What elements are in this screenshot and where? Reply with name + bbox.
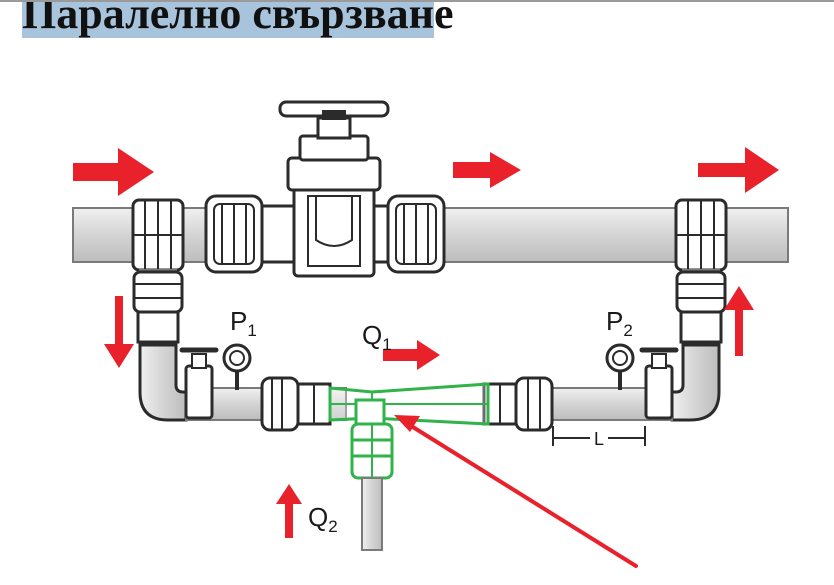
length-label: L [594, 429, 604, 449]
pressure-gauge-p1 [222, 343, 252, 390]
pointer-arrow [394, 415, 638, 568]
left-drop-coupling [132, 270, 184, 344]
bypass-left-coupling [260, 376, 332, 432]
label-p1-sub: 1 [247, 321, 256, 340]
label-p2-main: P [606, 306, 623, 336]
right-elbow [670, 343, 721, 422]
flow-arrow-mid [453, 152, 521, 188]
page-title: Паралелно свързване [22, 0, 454, 38]
label-q1-sub: 1 [382, 335, 391, 354]
right-tee-fitting [674, 198, 728, 272]
title-highlight [22, 0, 434, 38]
left-elbow [138, 343, 188, 422]
branch-pipe-q2 [361, 477, 383, 551]
right-ball-valve [639, 347, 679, 420]
flow-arrow-inlet [73, 148, 154, 196]
label-q2-sub: 2 [328, 517, 337, 536]
left-ball-valve [179, 347, 219, 420]
label-q1-main: Q [362, 320, 382, 350]
flow-arrow-up [724, 286, 754, 356]
label-q2: Q2 [308, 502, 338, 536]
flow-arrow-q2 [276, 484, 302, 538]
label-p1: P1 [230, 306, 257, 340]
left-tee-fitting [131, 198, 185, 272]
flow-arrow-q1 [383, 340, 440, 370]
title-bar: Паралелно свързване [0, 0, 834, 42]
right-riser-coupling [675, 270, 727, 344]
top-rule [0, 0, 834, 2]
label-p2-sub: 2 [623, 321, 632, 340]
gate-valve [278, 100, 390, 278]
main-left-coupling [204, 194, 296, 274]
label-p2: P2 [606, 306, 633, 340]
label-q1: Q1 [362, 320, 392, 354]
main-right-coupling [372, 194, 446, 274]
flow-arrow-outlet [698, 147, 779, 193]
label-q2-main: Q [308, 502, 328, 532]
length-dimension: L [552, 426, 646, 449]
flow-arrow-down [104, 296, 134, 368]
bypass-right-coupling [482, 376, 554, 432]
highlighted-tee [328, 382, 490, 480]
pressure-gauge-p2 [605, 343, 635, 390]
label-p1-main: P [230, 306, 247, 336]
